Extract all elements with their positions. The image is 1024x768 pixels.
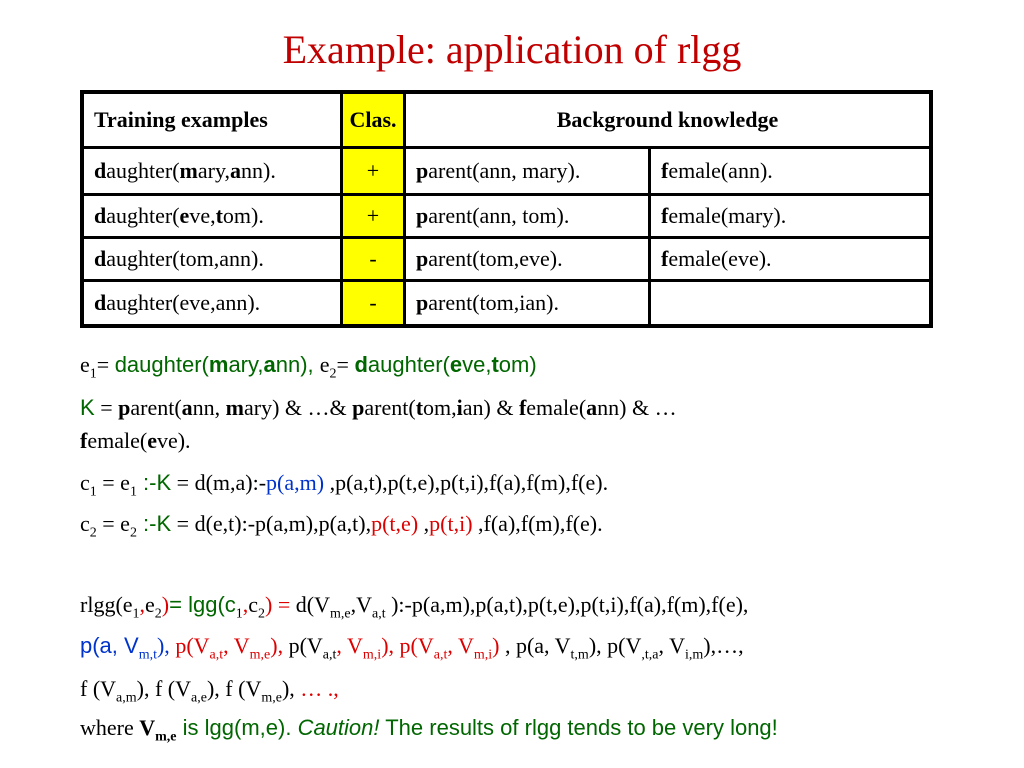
training-example-cell: daughter(mary,ann). <box>80 146 343 196</box>
background-k-line-cont: female(eve). <box>80 428 191 453</box>
table-row: daughter(mary,ann). + parent(ann, mary).… <box>80 146 933 196</box>
class-cell: + <box>340 193 406 239</box>
rlgg-literals-line: p(a, Vm,t), p(Va,t, Vm,e), p(Va,t, Vm,i)… <box>80 633 744 663</box>
background-cell: female(eve). <box>648 236 933 282</box>
rlgg-female-line: f (Va,m), f (Va,e), f (Vm,e), … ., <box>80 676 339 706</box>
examples-line: e1= daughter(mary,ann), e2= daughter(eve… <box>80 352 537 382</box>
table-row: daughter(eve,tom). + parent(ann, tom). f… <box>80 193 933 239</box>
background-cell: parent(ann, mary). <box>403 146 651 196</box>
training-example-cell: daughter(tom,ann). <box>80 236 343 282</box>
background-cell: parent(ann, tom). <box>403 193 651 239</box>
slide-title: Example: application of rlgg <box>282 27 742 72</box>
background-k-line: K = parent(ann, mary) & …& parent(tom,ia… <box>80 395 677 420</box>
knowledge-table: Training examples Clas. Background knowl… <box>80 90 933 328</box>
background-cell: female(mary). <box>648 193 933 239</box>
c2-line: c2 = e2 :-K = d(e,t):-p(a,m),p(a,t),p(t,… <box>80 511 603 541</box>
background-cell: female(ann). <box>648 146 933 196</box>
class-cell: - <box>340 236 406 282</box>
c1-line: c1 = e1 :-K = d(m,a):-p(a,m) ,p(a,t),p(t… <box>80 470 609 500</box>
table-header-row: Training examples Clas. Background knowl… <box>80 90 933 149</box>
header-background-knowledge: Background knowledge <box>403 90 933 149</box>
rlgg-line: rlgg(e1,e2)= lgg(c1,c2) = d(Vm,e,Va,t ):… <box>80 592 749 622</box>
header-training-examples: Training examples <box>80 90 343 149</box>
table-row: daughter(eve,ann). - parent(tom,ian). <box>80 279 933 328</box>
class-cell: - <box>340 279 406 328</box>
background-cell-empty <box>648 279 933 328</box>
table-row: daughter(tom,ann). - parent(tom,eve). fe… <box>80 236 933 282</box>
background-cell: parent(tom,eve). <box>403 236 651 282</box>
training-example-cell: daughter(eve,tom). <box>80 193 343 239</box>
training-example-cell: daughter(eve,ann). <box>80 279 343 328</box>
caution-line: where Vm,e is lgg(m,e). Caution! The res… <box>80 715 778 745</box>
background-cell: parent(tom,ian). <box>403 279 651 328</box>
class-cell: + <box>340 146 406 196</box>
header-clas: Clas. <box>340 90 406 149</box>
